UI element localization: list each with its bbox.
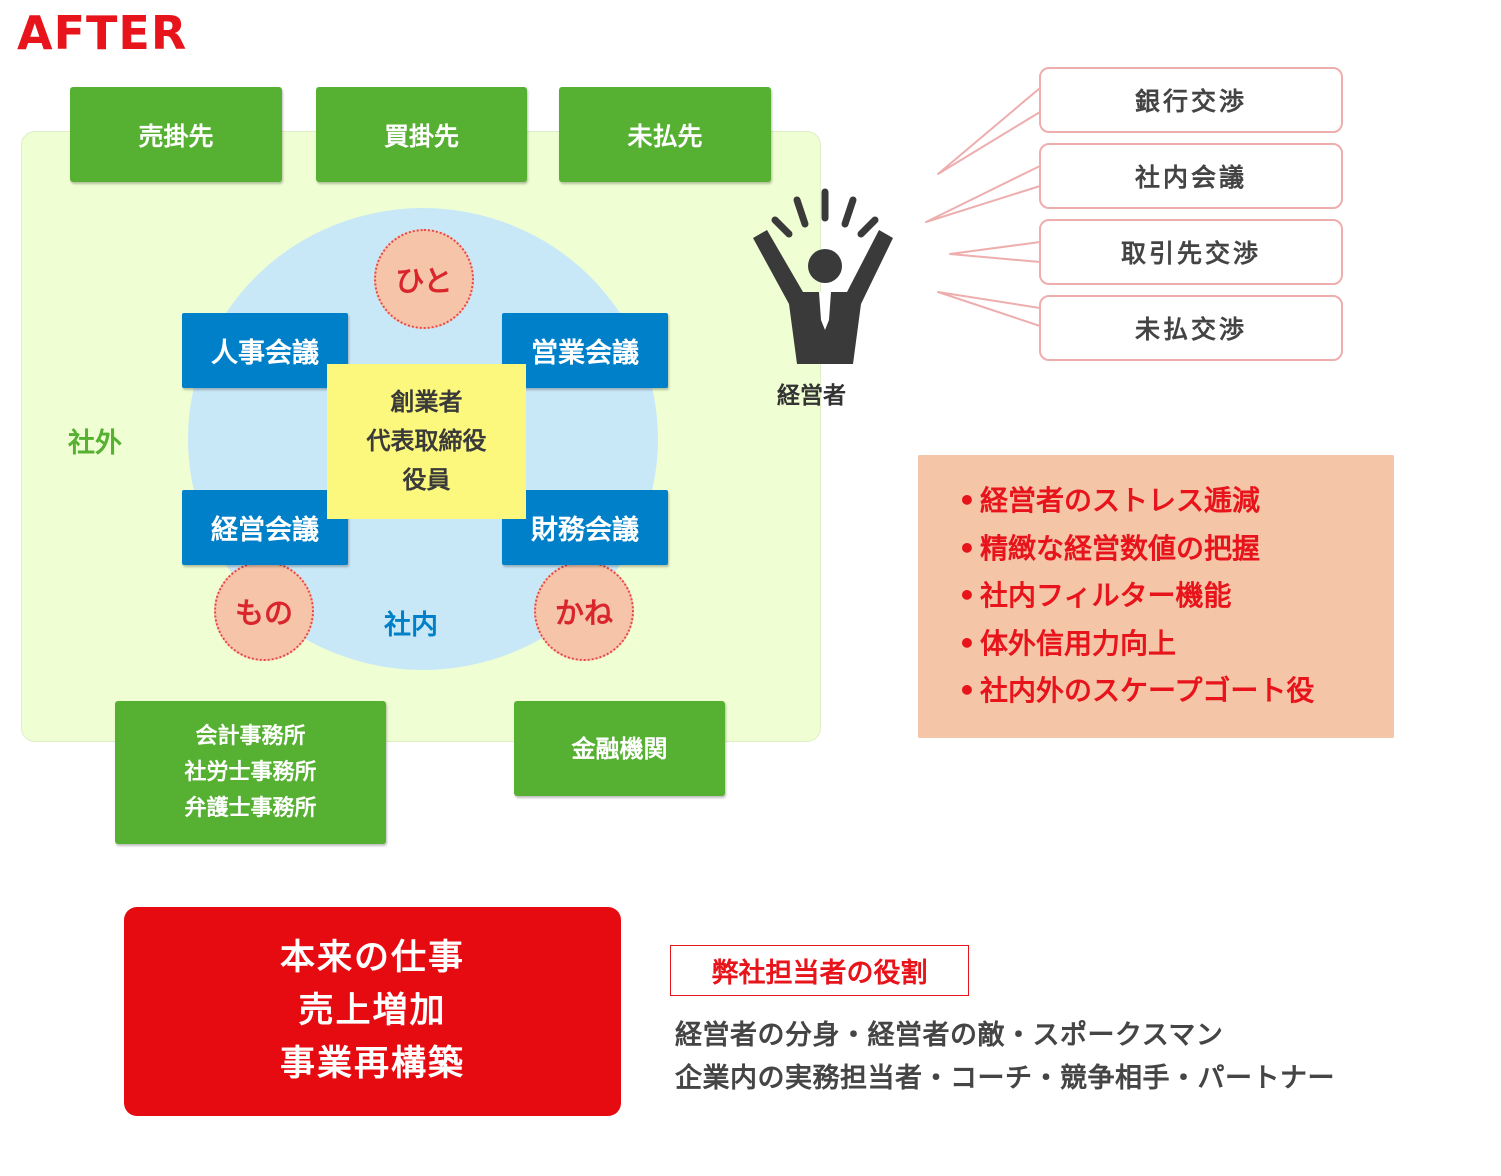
professional-law-firm: 弁護士事務所 bbox=[184, 795, 317, 821]
resource-things: もの bbox=[214, 561, 314, 661]
real-work-box: 本来の仕事 売上増加 事業再構築 bbox=[124, 907, 621, 1116]
executive-task-bank-negotiation: 銀行交渉 bbox=[1039, 67, 1343, 133]
external-party-professionals: 会計事務所 社労士事務所 弁護士事務所 bbox=[115, 701, 386, 844]
executive-label: 経営者 bbox=[777, 383, 846, 409]
bullet-icon: • bbox=[958, 579, 976, 612]
core-ceo: 代表取締役 bbox=[366, 427, 487, 455]
after-heading: AFTER bbox=[17, 6, 188, 60]
benefit-item: •体外信用力向上 bbox=[958, 620, 1394, 668]
professional-labor-consultant: 社労士事務所 bbox=[184, 759, 317, 785]
external-party-receivables: 売掛先 bbox=[70, 87, 282, 182]
role-title: 弊社担当者の役割 bbox=[670, 945, 969, 996]
inside-label: 社内 bbox=[384, 610, 438, 641]
benefits-list: •経営者のストレス逓減 •精緻な経営数値の把握 •社内フィルター機能 •体外信用… bbox=[918, 455, 1394, 715]
bullet-icon: • bbox=[958, 484, 976, 517]
resource-people: ひと bbox=[374, 229, 474, 329]
role-line: 企業内の実務担当者・コーチ・競争相手・パートナー bbox=[675, 1063, 1335, 1094]
executive-task-internal-meeting: 社内会議 bbox=[1039, 143, 1343, 209]
core-leadership-box: 創業者 代表取締役 役員 bbox=[327, 364, 526, 519]
bullet-icon: • bbox=[958, 626, 976, 660]
benefits-panel: •経営者のストレス逓減 •精緻な経営数値の把握 •社内フィルター機能 •体外信用… bbox=[918, 455, 1394, 738]
executive-task-unpaid-negotiation: 未払交渉 bbox=[1039, 295, 1343, 361]
meeting-management: 経営会議 bbox=[182, 490, 348, 565]
raised-arms-executive-icon bbox=[753, 188, 893, 364]
real-work-line: 本来の仕事 bbox=[279, 938, 465, 978]
professional-accounting-firm: 会計事務所 bbox=[195, 723, 306, 749]
outside-label: 社外 bbox=[68, 428, 122, 459]
meeting-finance: 財務会議 bbox=[502, 490, 668, 565]
external-party-payables: 買掛先 bbox=[316, 87, 527, 182]
bullet-icon: • bbox=[958, 674, 976, 707]
benefit-item: •経営者のストレス逓減 bbox=[958, 477, 1394, 525]
task-callout-pointers bbox=[925, 87, 1041, 327]
executive-task-partner-negotiation: 取引先交渉 bbox=[1039, 219, 1343, 285]
benefit-item: •社内フィルター機能 bbox=[958, 572, 1394, 620]
external-party-unpaid: 未払先 bbox=[559, 87, 771, 182]
meeting-hr: 人事会議 bbox=[182, 313, 348, 388]
real-work-line: 事業再構築 bbox=[279, 1044, 465, 1084]
meeting-sales: 営業会議 bbox=[502, 313, 668, 388]
role-line: 経営者の分身・経営者の敵・スポークスマン bbox=[675, 1020, 1224, 1051]
real-work-line: 売上増加 bbox=[298, 991, 447, 1031]
core-founder: 創業者 bbox=[390, 388, 463, 416]
benefit-item: •精緻な経営数値の把握 bbox=[958, 525, 1394, 573]
benefit-item: •社内外のスケープゴート役 bbox=[958, 667, 1394, 715]
external-party-finance: 金融機関 bbox=[514, 701, 725, 796]
bullet-icon: • bbox=[958, 531, 976, 565]
core-officers: 役員 bbox=[402, 466, 451, 494]
resource-money: かね bbox=[534, 561, 634, 661]
